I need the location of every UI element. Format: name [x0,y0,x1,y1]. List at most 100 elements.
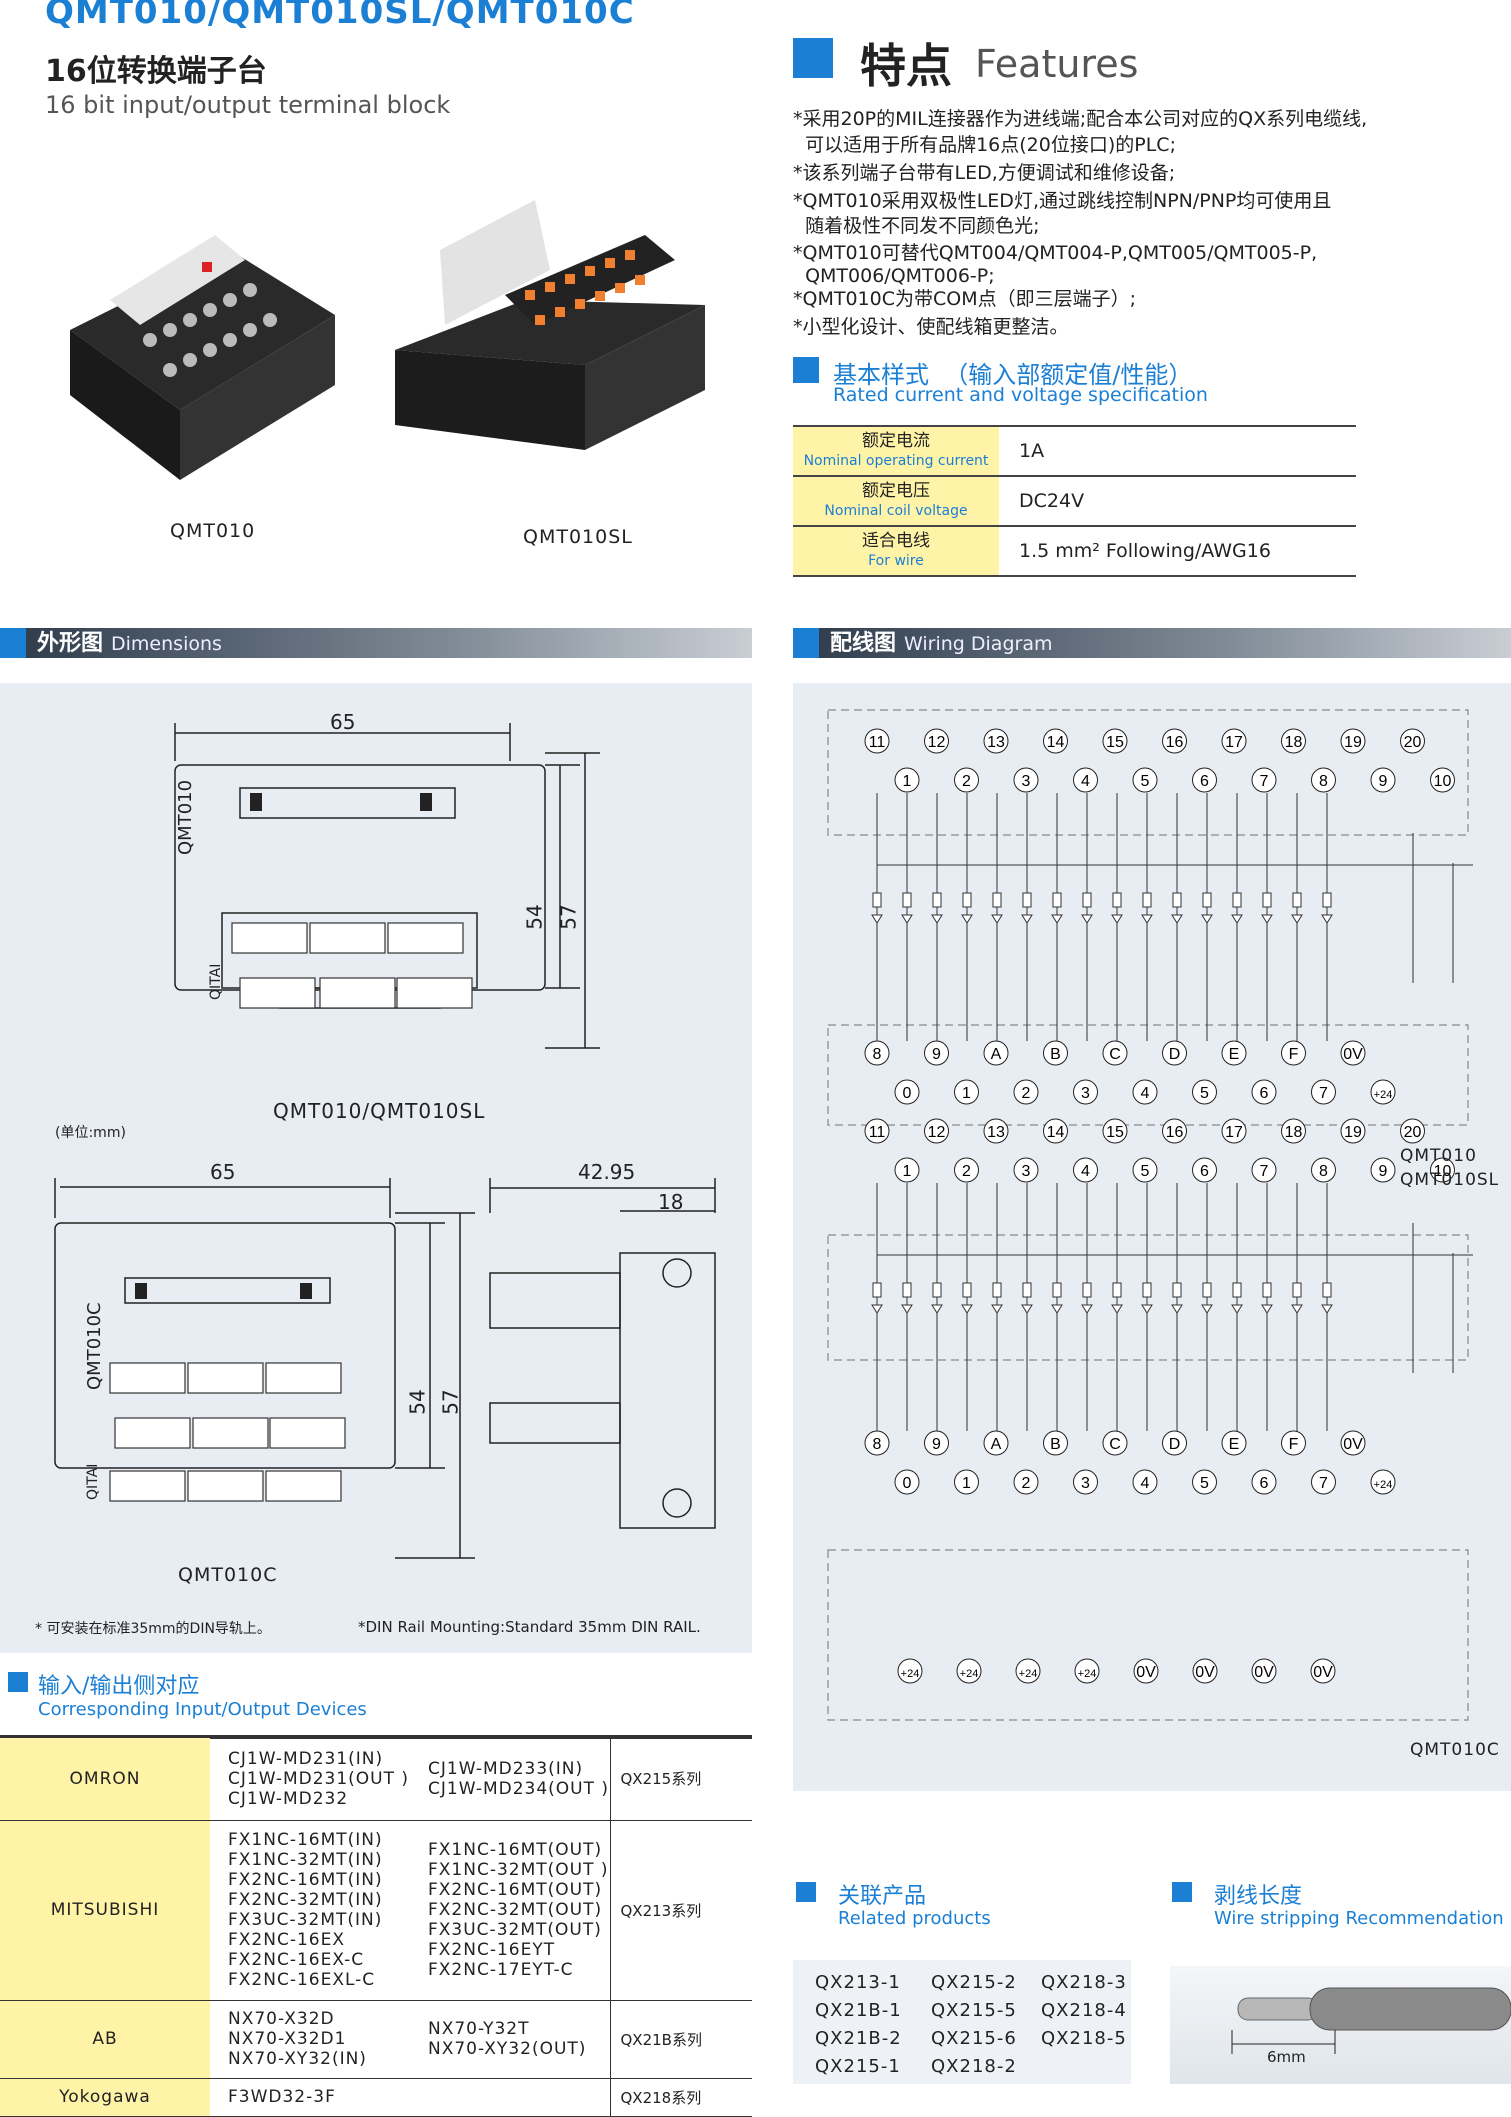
dim-width-2: 65 [210,1160,236,1184]
svg-text:D: D [1169,1436,1181,1453]
terminal-second: 6 [1192,767,1217,793]
svg-text:18: 18 [1285,734,1303,751]
terminal-bottom2: 3 [1073,1469,1098,1495]
svg-text:17: 17 [1225,734,1243,751]
terminal-bottom2: 3 [1073,1079,1098,1105]
terminal-second: 9 [1370,767,1396,793]
strip-marker [1172,1882,1192,1902]
spec-value: DC24V [999,475,1356,527]
svg-text:16: 16 [1166,1124,1184,1141]
dim-side-width: 42.95 [578,1160,636,1184]
terminal-com: 0V [1133,1658,1159,1684]
svg-text:C: C [1109,1436,1121,1453]
svg-text:7: 7 [1260,1163,1269,1180]
terminal-second: 10 [1430,767,1455,793]
terminal-bottom: F [1281,1430,1306,1456]
feature-4b: QMT006/QMT006-P; [793,265,995,287]
terminal-top: 19 [1340,728,1366,754]
device-col-1: CJ1W-MD231(IN) CJ1W-MD231(OUT ) CJ1W-MD2… [210,1738,410,1821]
svg-text:10: 10 [1434,773,1452,790]
terminal-top: 17 [1221,728,1247,754]
terminal-top: 11 [864,1118,890,1144]
brand-cell: OMRON [0,1738,210,1821]
svg-text:12: 12 [928,734,946,751]
svg-text:0V: 0V [1136,1664,1156,1681]
device-col-1: F3WD32-3F [210,2078,410,2117]
terminal-top: 14 [1043,1118,1068,1144]
svg-text:+24: +24 [960,1668,979,1680]
svg-text:6: 6 [1200,1163,1209,1180]
svg-text:15: 15 [1106,1124,1124,1141]
svg-text:6: 6 [1200,773,1209,790]
terminal-com: 0V [1192,1658,1218,1684]
svg-text:3: 3 [1022,773,1031,790]
feature-4: *QMT010可替代QMT004/QMT004-P,QMT005/QMT005-… [793,242,1318,264]
din-note-cn: * 可安装在标准35mm的DIN导轨上。 [35,1621,271,1637]
features-title-en: Features [975,42,1139,86]
terminal-second: 4 [1073,1157,1098,1183]
svg-text:0: 0 [903,1085,912,1102]
dim-height-2b: 57 [438,1389,463,1415]
terminal-top: 16 [1162,1118,1187,1144]
wiring-panel [793,683,1511,1791]
features-marker [793,38,833,78]
terminal-com: 0V [1251,1658,1277,1684]
svg-text:+24: +24 [1374,1479,1393,1491]
terminal-second: 2 [954,1157,979,1183]
related-item: QX218-5 [1041,2028,1127,2049]
svg-text:0V: 0V [1313,1664,1333,1681]
svg-text:6: 6 [1260,1475,1269,1492]
features-title-cn: 特点 [860,39,952,93]
related-title-en: Related products [838,1908,991,1929]
terminal-com: +24 [897,1658,923,1684]
terminal-top: 13 [983,728,1009,754]
device-col-2: CJ1W-MD233(IN) CJ1W-MD234(OUT ) [410,1738,610,1821]
terminal-bottom2: 0 [894,1469,920,1495]
terminal-bottom2: 5 [1192,1469,1217,1495]
dim-label-2: QMT010C [178,1564,278,1586]
terminal-bottom: D [1162,1430,1187,1456]
svg-text:F: F [1289,1436,1299,1453]
terminal-top: 20 [1400,728,1425,754]
related-item: QX218-4 [1041,2000,1127,2021]
feature-6: *小型化设计、使配线箱更整洁。 [793,316,1069,338]
terminal-bottom2: 6 [1251,1469,1277,1495]
feature-1: *采用20P的MIL连接器作为进线端;配合本公司对应的QX系列电缆线, [793,108,1368,130]
series-cell: QX215系列 [609,1738,752,1821]
related-marker [796,1882,816,1902]
svg-text:20: 20 [1404,1124,1422,1141]
svg-text:E: E [1229,1436,1240,1453]
svg-text:19: 19 [1344,734,1362,751]
device-col-2: NX70-Y32T NX70-XY32(OUT) [410,2000,610,2079]
terminal-bottom: 9 [924,1040,949,1066]
strip-length: 6mm [1267,2048,1306,2066]
svg-text:5: 5 [1141,773,1150,790]
svg-text:14: 14 [1047,1124,1065,1141]
photo-label-qmt010sl: QMT010SL [523,526,633,548]
terminal-top: 12 [924,728,949,754]
terminal-bottom: A [983,1040,1009,1066]
terminal-com: +24 [1015,1658,1041,1684]
device-col-1: NX70-X32D NX70-X32D1 NX70-XY32(IN) [210,2000,410,2079]
svg-text:9: 9 [932,1436,941,1453]
device-col-1: FX1NC-16MT(IN) FX1NC-32MT(IN) FX2NC-16MT… [210,1820,410,2001]
related-item: QX21B-2 [815,2028,902,2049]
svg-text:D: D [1169,1046,1181,1063]
spec-marker [793,357,819,383]
svg-text:8: 8 [1319,773,1328,790]
terminal-top: 13 [983,1118,1009,1144]
terminal-bottom2: +24 [1370,1079,1396,1105]
svg-text:+24: +24 [901,1668,920,1680]
related-item: QX218-3 [1041,1972,1127,1993]
svg-text:A: A [991,1436,1002,1453]
svg-text:7: 7 [1319,1085,1328,1102]
devices-title-en: Corresponding Input/Output Devices [38,1699,367,1720]
